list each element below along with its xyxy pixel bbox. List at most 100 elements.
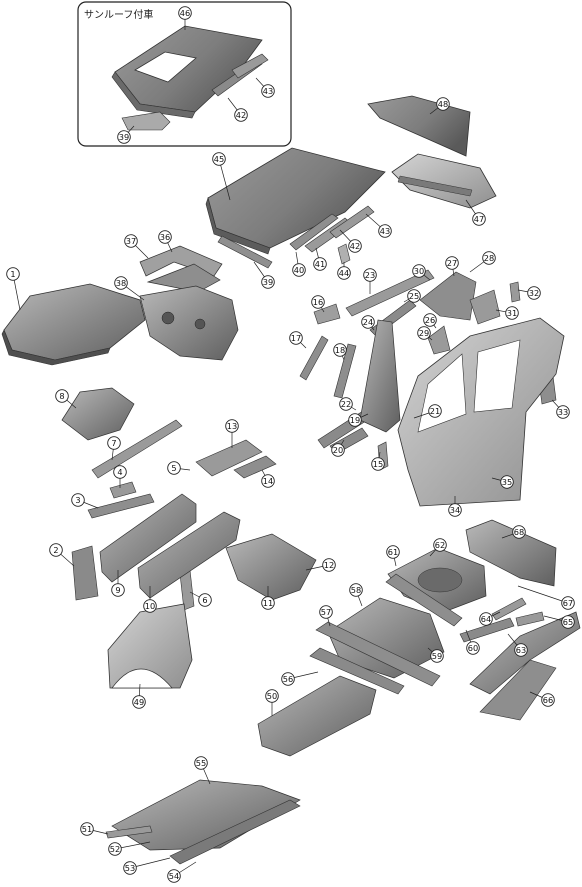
callout-label-17: 17 (291, 333, 301, 343)
dash-panel (139, 285, 239, 361)
callout-circle-28 (482, 251, 496, 265)
callout-label-39: 39 (119, 132, 129, 142)
callout-circle-52 (108, 842, 122, 856)
callout-circle-9 (111, 583, 125, 597)
callout-50: 50 (265, 689, 279, 703)
front-apron-upper (61, 387, 135, 441)
callout-circle-15 (371, 457, 385, 471)
callout-52: 52 (108, 842, 122, 856)
callout-16: 16 (311, 295, 325, 309)
callout-2: 2 (49, 543, 63, 557)
sunroof-rail-parts (121, 53, 269, 131)
cowl-panel (139, 245, 223, 293)
callout-circle-61 (386, 545, 400, 559)
callout-circle-62 (433, 538, 447, 552)
callout-circle-39 (117, 130, 131, 144)
callout-circle-48 (436, 97, 450, 111)
callout-label-28: 28 (484, 253, 494, 263)
callout-circle-45 (212, 152, 226, 166)
callout-10: 10 (143, 599, 157, 613)
callout-label-19: 19 (350, 415, 360, 425)
callout-circle-50 (265, 689, 279, 703)
callout-23: 23 (363, 268, 377, 282)
callout-circle-22 (339, 397, 353, 411)
callout-circle-59 (430, 649, 444, 663)
callout-label-59: 59 (432, 651, 442, 661)
callout-label-53: 53 (125, 863, 135, 873)
callout-label-18: 18 (335, 345, 345, 355)
callout-35: 35 (500, 475, 514, 489)
callout-4: 4 (113, 465, 127, 479)
front-side-member-outer (137, 511, 241, 599)
callout-label-43: 43 (263, 86, 273, 96)
callout-circle-40 (292, 263, 306, 277)
callout-label-67: 67 (563, 598, 573, 608)
callout-circle-56 (281, 672, 295, 686)
callout-44: 44 (337, 266, 351, 280)
callout-62: 62 (433, 538, 447, 552)
callout-circle-34 (448, 503, 462, 517)
callout-circle-13 (225, 419, 239, 433)
callout-11: 11 (261, 596, 275, 610)
callout-14: 14 (261, 474, 275, 488)
callout-label-1: 1 (10, 269, 15, 279)
callout-circle-55 (194, 756, 208, 770)
callout-label-12: 12 (324, 560, 334, 570)
callout-label-62: 62 (435, 540, 445, 550)
callout-label-26: 26 (425, 315, 435, 325)
front-floor-crossmember (225, 533, 317, 601)
callout-label-24: 24 (363, 317, 373, 327)
callout-label-25: 25 (409, 291, 419, 301)
callout-circle-58 (349, 583, 363, 597)
body-side-outer (397, 317, 565, 507)
callout-51: 51 (80, 822, 94, 836)
callout-label-34: 34 (450, 505, 460, 515)
rear-panel-lower (465, 519, 557, 587)
callout-label-44: 44 (339, 268, 349, 278)
callout-circle-8 (55, 389, 69, 403)
callout-label-55: 55 (196, 758, 206, 768)
callout-circle-67 (561, 596, 575, 610)
callout-label-47: 47 (474, 214, 484, 224)
front-fender (107, 603, 193, 689)
callout-3: 3 (71, 493, 85, 507)
callout-label-38: 38 (116, 278, 126, 288)
callout-circle-63 (514, 643, 528, 657)
callout-label-31: 31 (507, 308, 517, 318)
rear-crossmember (385, 573, 463, 627)
callout-circle-65 (561, 615, 575, 629)
callout-label-58: 58 (351, 585, 361, 595)
callout-61: 61 (386, 545, 400, 559)
callout-label-33: 33 (558, 407, 568, 417)
callout-63: 63 (514, 643, 528, 657)
callout-circle-10 (143, 599, 157, 613)
callout-circle-29 (417, 326, 431, 340)
callout-49: 49 (132, 695, 146, 709)
callout-label-37: 37 (126, 236, 136, 246)
callout-label-65: 65 (563, 617, 573, 627)
sunroof-inset-title: サンルーフ付車 (84, 10, 154, 21)
leader-line-67 (517, 585, 569, 604)
callout-6: 6 (198, 593, 212, 607)
callout-28: 28 (482, 251, 496, 265)
callout-label-15: 15 (373, 459, 383, 469)
callout-66: 66 (541, 693, 555, 707)
callout-15: 15 (371, 457, 385, 471)
callout-55: 55 (194, 756, 208, 770)
callout-label-63: 63 (516, 645, 526, 655)
leader-line-53 (129, 857, 171, 869)
callout-43: 43 (261, 84, 275, 98)
callout-40: 40 (292, 263, 306, 277)
callout-13: 13 (225, 419, 239, 433)
callout-label-14: 14 (263, 476, 273, 486)
callout-circle-46 (178, 6, 192, 20)
callout-60: 60 (466, 641, 480, 655)
callout-label-42: 42 (236, 110, 246, 120)
callout-1: 1 (6, 267, 20, 281)
callout-46: 46 (178, 6, 192, 20)
callout-circle-23 (363, 268, 377, 282)
callout-label-7: 7 (111, 438, 116, 448)
